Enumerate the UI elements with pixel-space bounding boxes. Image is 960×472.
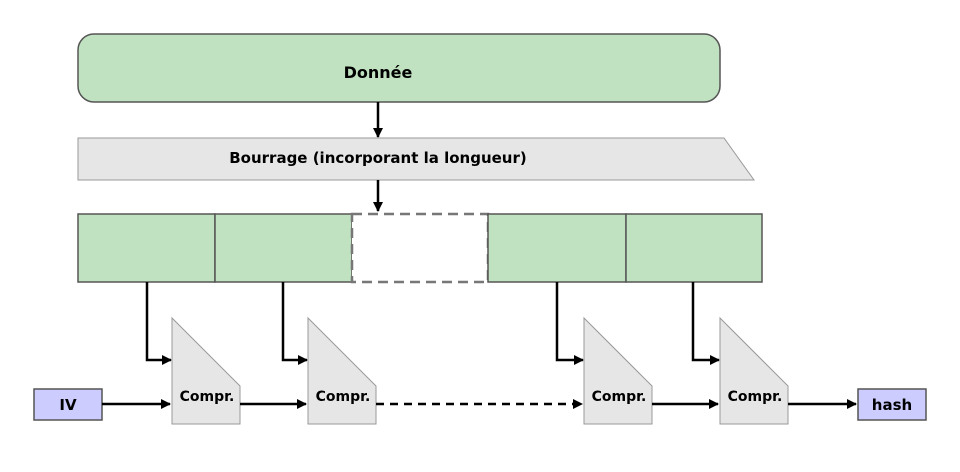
arrow-block2-to-compr2 (281, 282, 308, 365)
message-block-2 (214, 213, 353, 283)
compressor-2-shape (307, 316, 377, 425)
compressor-1: Compr. (171, 316, 241, 425)
iv-label: IV (59, 396, 77, 414)
data-block-shape (77, 33, 721, 103)
compressor-2-label: Compr. (316, 389, 371, 405)
data-block-label: Donnée (344, 63, 413, 82)
compressor-3-shape (583, 316, 653, 425)
padding-block-shape (77, 137, 755, 181)
padding-block: Bourrage (incorporant la longueur) (77, 137, 755, 181)
iv-box: IV (33, 388, 103, 421)
compressor-4-shape (719, 316, 789, 425)
message-blocks (77, 212, 763, 284)
compressor-4: Compr. (719, 316, 789, 425)
data-block: Donnée (77, 33, 721, 103)
padding-block-label: Bourrage (incorporant la longueur) (229, 149, 527, 167)
arrow-block1-to-compr1 (145, 282, 172, 365)
message-block-1 (77, 213, 216, 283)
hash-label: hash (872, 396, 912, 414)
message-block-3 (487, 213, 627, 283)
message-block-4 (625, 213, 763, 283)
compressor-4-label: Compr. (728, 389, 783, 405)
arrow-block3-to-compr3 (555, 282, 584, 365)
block-to-compressor-arrows (145, 282, 720, 365)
hash-box: hash (857, 388, 927, 421)
compressor-3-label: Compr. (592, 389, 647, 405)
arrow-block4-to-compr4 (691, 282, 720, 365)
message-block-ellipsis (350, 212, 490, 284)
compressor-2: Compr. (307, 316, 377, 425)
compressor-1-shape (171, 316, 241, 425)
compressor-1-label: Compr. (180, 389, 235, 405)
hash-box-shape (857, 388, 927, 421)
compressor-3: Compr. (583, 316, 653, 425)
